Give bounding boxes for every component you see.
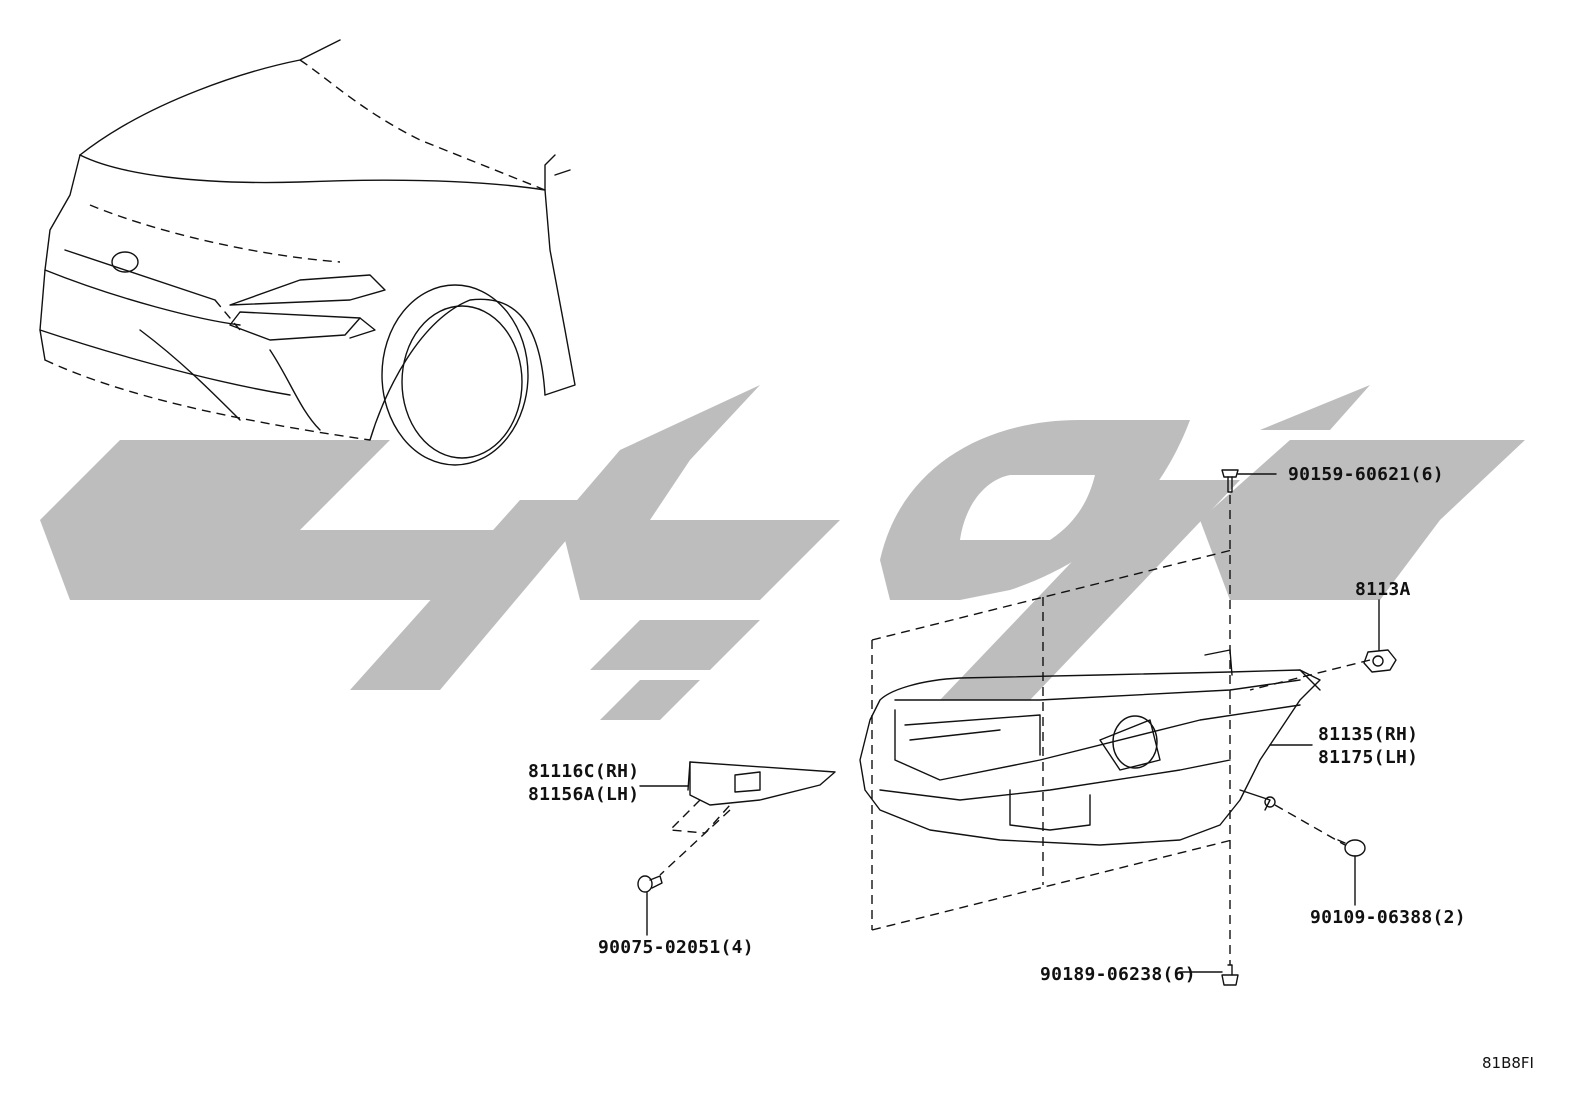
watermark-shape-6 <box>880 420 1190 600</box>
screw-bracket-icon <box>637 875 663 893</box>
part-label-headlamp-lh[interactable]: 81175(LH) <box>1318 747 1418 768</box>
part-label-bracket-lh[interactable]: 81156A(LH) <box>528 784 639 805</box>
bolt-bottom-icon <box>1221 964 1239 986</box>
exploded-guide-lines <box>871 495 1371 965</box>
watermark-shape-2 <box>350 500 600 690</box>
part-label-bracket-rh[interactable]: 81116C(RH) <box>528 761 639 782</box>
watermark-logo <box>40 385 1525 720</box>
part-label-headlamp-rh[interactable]: 81135(RH) <box>1318 724 1418 745</box>
watermark-shape-3 <box>560 385 840 600</box>
headlamp-assembly <box>859 649 1321 846</box>
vehicle-front-view <box>39 39 576 466</box>
watermark-shape-5 <box>600 680 700 720</box>
screw-side-icon <box>1337 839 1366 857</box>
part-label-screw-bracket[interactable]: 90075-02051(4) <box>598 937 754 958</box>
part-label-screw-side[interactable]: 90109-06388(2) <box>1310 907 1466 928</box>
diagram-code: 81B8FI <box>1482 1054 1534 1072</box>
leader-lines <box>639 473 1380 973</box>
watermark-shape-1 <box>40 440 520 600</box>
watermark-shape-4 <box>590 620 760 670</box>
part-label-bolt-bottom[interactable]: 90189-06238(6) <box>1040 964 1196 985</box>
watermark-shape-9 <box>1260 385 1370 430</box>
fasteners <box>637 469 1397 986</box>
part-label-bolt-top[interactable]: 90159-60621(6) <box>1288 464 1444 485</box>
watermark-shape-7 <box>940 480 1240 700</box>
watermark-shape-8 <box>1200 440 1525 600</box>
bolt-top-icon <box>1221 469 1239 493</box>
clip-icon <box>1363 649 1397 673</box>
side-bracket <box>659 761 836 876</box>
part-label-clip[interactable]: 8113A <box>1355 579 1411 600</box>
